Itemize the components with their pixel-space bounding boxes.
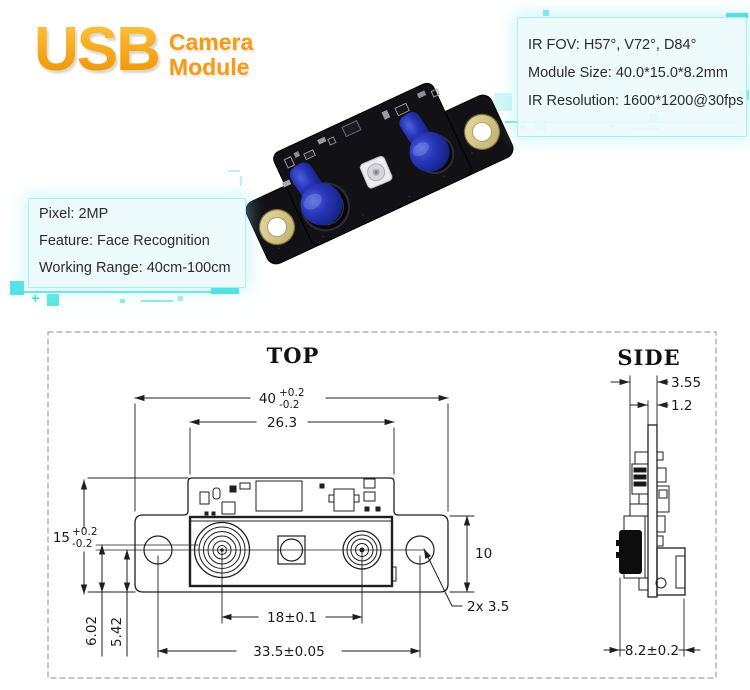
- dim-height-15: 15 +0.2 -0.2: [53, 477, 189, 595]
- dim-tol: -0.2: [72, 538, 93, 550]
- decor-line: [18, 291, 238, 293]
- logo: USB Camera Module: [34, 15, 253, 84]
- dim-tol: +0.2: [72, 526, 98, 538]
- mounting-hole-right: [463, 113, 501, 151]
- side-view-label: SIDE: [617, 345, 680, 370]
- dim-offsets: 6.02 5.42: [84, 544, 131, 657]
- dim-hole-note: 2x 3.5: [423, 548, 509, 615]
- top-view-label: TOP: [267, 343, 320, 368]
- decor-segment: [726, 13, 748, 18]
- pcb-components: [281, 88, 440, 188]
- dim-side-overall: 8.2±0.2: [603, 577, 701, 659]
- spec-line-resolution: IR Resolution: 1600*1200@30fps: [528, 93, 744, 109]
- spec-box-ir: IR FOV: H57°, V72°, D84° Module Size: 40…: [517, 17, 747, 137]
- decor-square: [47, 294, 59, 306]
- dim-inner-width: 26.3: [189, 415, 395, 475]
- dim-hole-spacing: 33.5±0.05: [157, 555, 421, 660]
- dim-text: 18±0.1: [267, 610, 317, 626]
- lens-cap-left: [289, 162, 343, 226]
- decor-dot: [178, 296, 183, 301]
- spec-line-range: Working Range: 40cm-100cm: [39, 260, 231, 276]
- dim-side-top: 3.55: [610, 375, 701, 505]
- decor-dot: [543, 10, 549, 16]
- technical-drawing: TOP SIDE: [47, 331, 717, 679]
- decor-segment: [211, 288, 239, 294]
- spec-line-size: Module Size: 40.0*15.0*8.2mm: [528, 65, 728, 81]
- module-photo: [245, 82, 514, 265]
- top-view: 40 +0.2 -0.2 26.3: [53, 387, 510, 660]
- dim-width-40: 40 +0.2 -0.2: [134, 387, 449, 512]
- ir-led: [359, 155, 393, 189]
- dim-tab-height: 10: [449, 515, 492, 593]
- dim-text: 3.55: [671, 375, 701, 391]
- logo-line-module: Module: [168, 54, 250, 80]
- decor-square: [494, 93, 512, 111]
- dim-lens-spacing: 18±0.1: [221, 551, 363, 626]
- lens-cap-right: [399, 112, 450, 172]
- side-view: 3.55 1.2 8.2±0.2: [603, 375, 701, 659]
- dim-text: 5.42: [109, 617, 125, 647]
- dim-text: 8.2±0.2: [625, 643, 679, 659]
- dim-text: 6.02: [84, 616, 100, 646]
- dim-text: 1.2: [671, 398, 692, 414]
- decor-tick: [240, 176, 242, 186]
- dim-tol: -0.2: [279, 399, 300, 411]
- dim-text: 10: [475, 546, 492, 562]
- dim-side-pcb: 1.2: [630, 398, 692, 426]
- decor-tick: [228, 170, 240, 172]
- decor-plus: +: [31, 290, 40, 307]
- drawing-components: [199, 478, 381, 516]
- logo-usb-text: USB: [34, 15, 161, 84]
- spec-box-features: Pixel: 2MP Feature: Face Recognition Wor…: [28, 198, 246, 288]
- decor-dot: [120, 299, 125, 303]
- spec-line-feature: Feature: Face Recognition: [39, 233, 210, 249]
- logo-line-camera: Camera: [168, 29, 254, 55]
- logo-subtitle: Camera Module: [169, 30, 253, 80]
- mounting-hole-left: [258, 208, 296, 246]
- dim-tol: +0.2: [279, 387, 305, 399]
- decor-line: [141, 300, 173, 302]
- dim-text: 15: [53, 530, 70, 546]
- dim-text: 33.5±0.05: [253, 644, 324, 660]
- drawing-frame: [47, 331, 717, 679]
- spec-line-fov: IR FOV: H57°, V72°, D84°: [528, 37, 697, 53]
- dim-text: 26.3: [267, 415, 297, 431]
- spec-line-pixel: Pixel: 2MP: [39, 206, 109, 222]
- dim-text: 2x 3.5: [467, 599, 509, 615]
- dim-text: 40: [259, 391, 276, 407]
